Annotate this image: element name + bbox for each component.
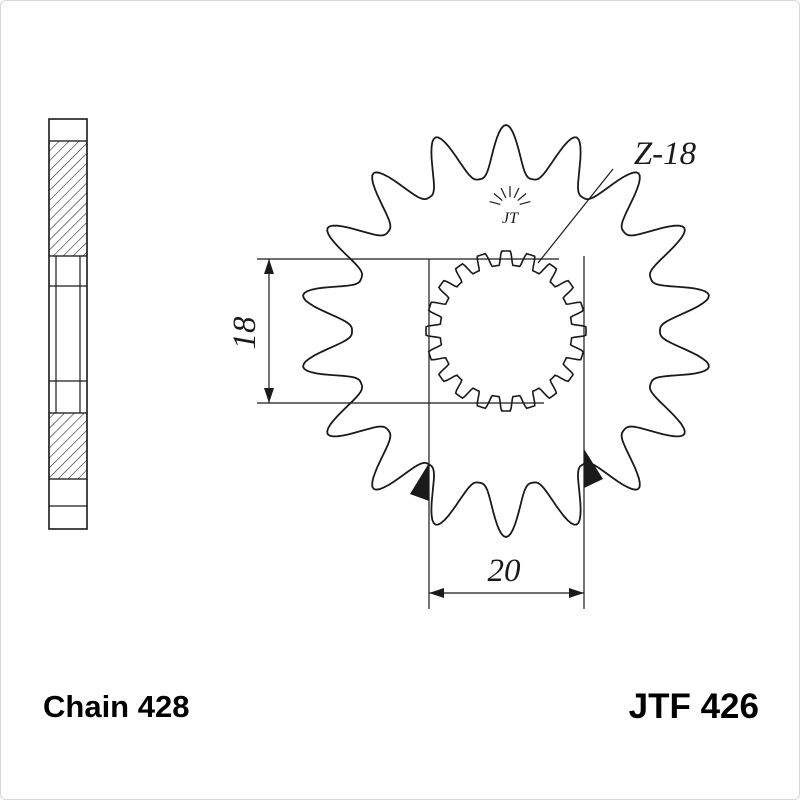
teeth-count-label: Z-18 — [634, 136, 697, 172]
arrowhead-down — [264, 388, 274, 403]
sprocket-front-view — [302, 124, 710, 538]
sun-ray — [513, 187, 520, 199]
leader-line-z18 — [537, 168, 614, 264]
side-view-outline — [48, 118, 88, 530]
sun-rays-icon — [489, 186, 531, 205]
sun-ray — [489, 201, 501, 205]
gear-teeth-outline — [302, 124, 710, 538]
jt-logo-text: JT — [502, 210, 519, 227]
arrowhead-left — [429, 588, 444, 598]
dimension-label-18: 18 — [227, 316, 263, 350]
splined-bore-outline — [425, 250, 587, 412]
sun-ray — [500, 187, 507, 199]
arrowhead-up — [264, 259, 274, 274]
arrowhead-right — [569, 588, 584, 598]
section-mark-right — [584, 449, 603, 488]
chain-size-label: Chain 428 — [43, 689, 189, 724]
sprocket-side-view — [48, 118, 88, 530]
section-mark-left — [410, 463, 429, 501]
sun-ray — [519, 201, 531, 205]
part-number-label: JTF 426 — [629, 687, 759, 726]
sun-ray — [517, 193, 527, 202]
dimension-lines — [257, 168, 614, 609]
dimension-label-20: 20 — [488, 553, 522, 589]
jt-sun-logo: JT — [489, 186, 531, 227]
side-view-hatch-bottom — [48, 412, 88, 480]
side-view-hatch-top — [48, 140, 88, 257]
sun-ray — [493, 193, 503, 202]
